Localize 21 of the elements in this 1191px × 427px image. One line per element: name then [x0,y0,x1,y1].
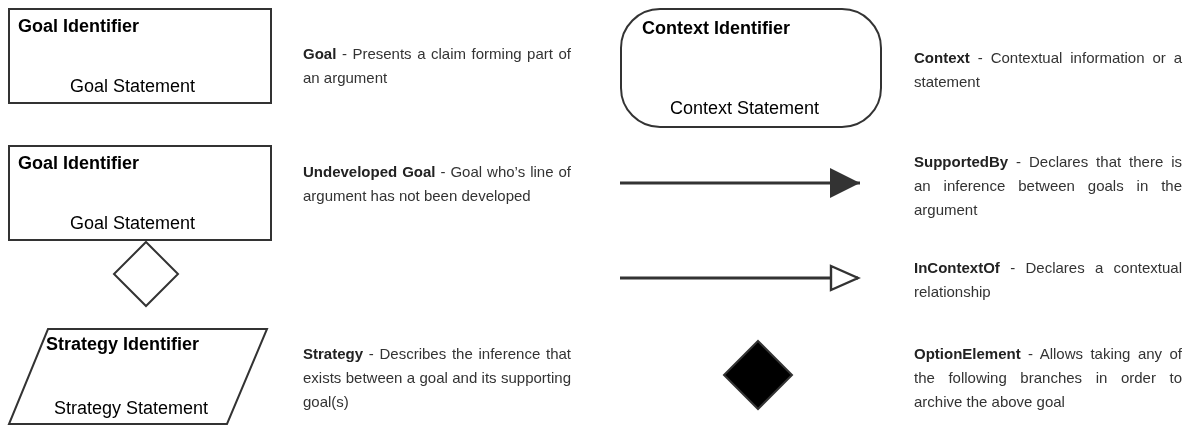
identifier-text: Context Identifier [642,18,790,39]
description-text: Undeveloped Goal - Goal who’s line of argument has not been developed [303,162,571,206]
identifier-text: Goal Identifier [18,153,140,174]
statement-text: Strategy Statement [54,398,209,419]
description-text: InContextOf - Declares a contextual relationship [914,258,1182,302]
statement-text: Goal Statement [70,76,196,97]
goal-box [8,8,272,104]
description-text: SupportedBy - Declares that there is an inference between goals in the argument [914,152,1182,220]
identifier-text: Strategy Identifier [46,334,200,355]
description-text: OptionElement - Allows taking any of the following branches in order to archive the above goal [914,344,1182,412]
description-text: Strategy - Describes the inference that exists between a goal and its supporting goal(s) [303,344,571,412]
description-text: Context - Contextual information or a statement [914,48,1182,92]
goal-box [8,145,272,241]
undeveloped-diamond [113,241,179,307]
identifier-text: Goal Identifier [18,16,140,37]
option-diamond [723,340,793,410]
statement-text: Context Statement [670,98,820,119]
strategy-parallelogram [8,328,268,425]
context-box [620,8,882,128]
statement-text: Goal Statement [70,213,196,234]
description-text: Goal - Presents a claim forming part of an argument [303,44,571,88]
